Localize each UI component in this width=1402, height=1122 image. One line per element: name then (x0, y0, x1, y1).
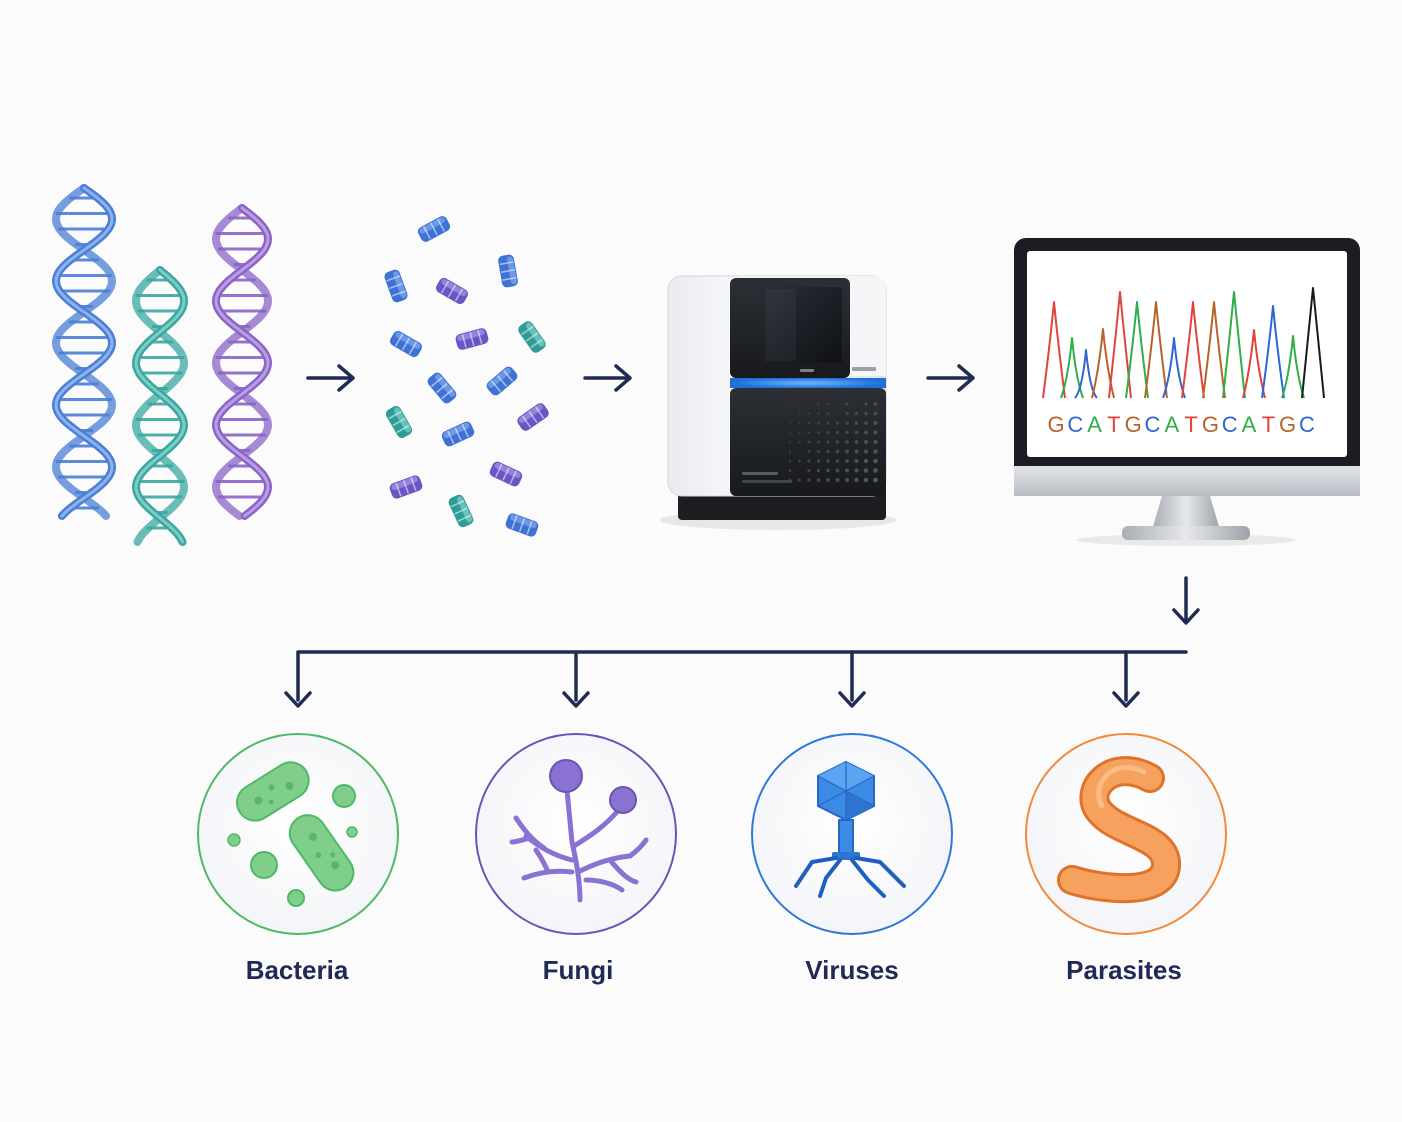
fungi-icon (476, 734, 676, 934)
viruses-label: Viruses (752, 955, 952, 986)
step-arrow-1 (308, 366, 353, 390)
dna-fragment (488, 460, 524, 488)
step-arrow-3 (928, 366, 973, 390)
dna-helix-teal (136, 270, 184, 542)
dna-fragments (383, 214, 551, 538)
branch-connectors (286, 578, 1198, 706)
sequence-base: G (1047, 412, 1064, 437)
sequence-base: C (1067, 412, 1083, 437)
dna-fragment (388, 474, 424, 500)
sequence-base: G (1125, 412, 1142, 437)
fungi-label: Fungi (478, 955, 678, 986)
sequence-base: G (1279, 412, 1296, 437)
dna-fragment (383, 268, 409, 304)
sequence-base: C (1145, 412, 1161, 437)
sequence-base: T (1184, 412, 1197, 437)
sequence-base: C (1299, 412, 1315, 437)
bacteria-icon (198, 734, 398, 934)
dna-fragment (454, 327, 489, 351)
dna-fragment (426, 371, 459, 406)
parasites-label: Parasites (1024, 955, 1224, 986)
step-arrow-2 (585, 366, 630, 390)
dna-fragment (434, 276, 470, 306)
sequence-base: C (1222, 412, 1238, 437)
dna-fragment (388, 329, 424, 359)
monitor: GCATGCATGCATGC (1014, 238, 1360, 546)
sequencer-machine (660, 276, 896, 530)
bacteria-label: Bacteria (197, 955, 397, 986)
dna-fragment (485, 365, 520, 398)
dna-fragment (447, 493, 475, 529)
dna-fragment (515, 401, 550, 432)
sequence-base: A (1242, 412, 1257, 437)
dna-fragment (416, 214, 452, 243)
dna-helix-purple (216, 208, 268, 516)
dna-fragment (440, 420, 476, 448)
sequence-base: T (1262, 412, 1275, 437)
dna-strands (56, 188, 268, 542)
sequence-base: A (1087, 412, 1102, 437)
dna-fragment (497, 254, 518, 288)
sequence-base: T (1107, 412, 1120, 437)
dna-fragment (384, 404, 414, 440)
sequence-base: G (1202, 412, 1219, 437)
dna-fragment (504, 512, 540, 538)
worm-icon (1026, 734, 1226, 934)
sequence-base: A (1164, 412, 1179, 437)
dna-fragment (516, 319, 547, 354)
dna-helix-blue (56, 188, 112, 516)
virus-icon (752, 734, 952, 934)
